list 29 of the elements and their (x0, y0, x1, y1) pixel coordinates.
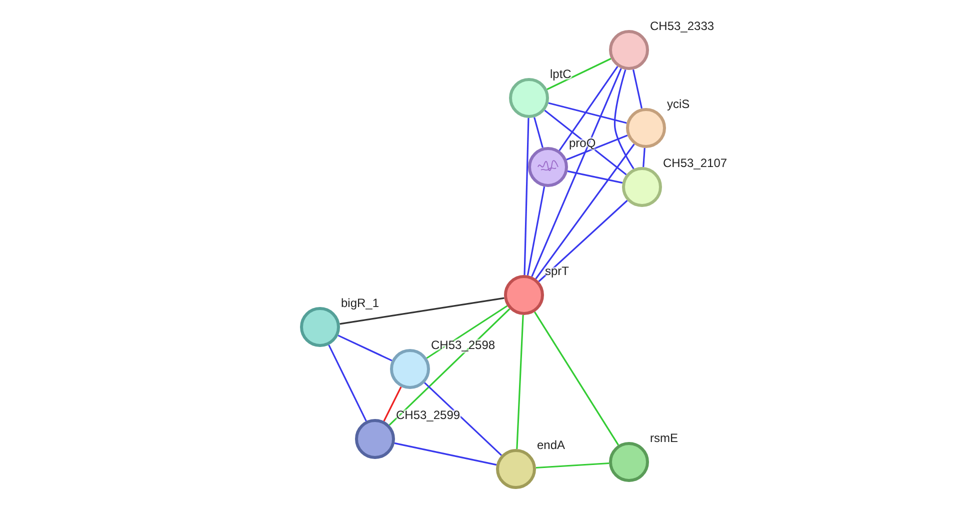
protein-label: CH53_2333 (650, 19, 714, 33)
protein-label: CH53_2107 (663, 156, 728, 170)
interaction-line (526, 186, 546, 276)
interaction-line (546, 58, 612, 90)
interaction-line (524, 118, 530, 276)
interaction-line (558, 66, 618, 152)
interaction-line (340, 297, 504, 325)
interaction-line (516, 314, 524, 450)
interaction-line (614, 69, 634, 170)
interaction-line (536, 462, 610, 469)
protein-label: rsmE (650, 431, 678, 445)
interaction-line (328, 344, 367, 422)
interaction-line (534, 117, 544, 148)
interaction-line (632, 69, 643, 109)
protein-label: bigR_1 (341, 296, 380, 310)
interaction-line (567, 170, 623, 184)
interaction-line (338, 334, 392, 362)
interaction-line (394, 442, 497, 466)
interaction-line (534, 312, 620, 446)
interaction-line (535, 144, 635, 280)
interaction-line (642, 148, 646, 168)
interaction-line (424, 382, 502, 456)
interaction-line (531, 68, 622, 277)
interaction-line (548, 102, 627, 124)
protein-label: endA (537, 438, 566, 452)
interaction-line (538, 200, 628, 282)
interaction-line (383, 386, 402, 422)
protein-label: lptC (550, 67, 572, 81)
protein-label: yciS (667, 97, 690, 111)
